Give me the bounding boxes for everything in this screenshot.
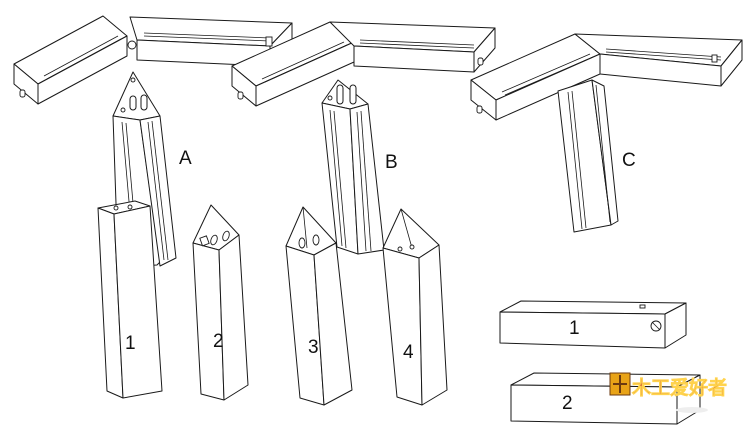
post-1: 1 [97,200,163,399]
rail-1-label: 1 [569,318,580,339]
assembly-c-right-rail [574,33,743,87]
watermark-brand-text: 木工爱好者 [631,376,727,399]
post-3: 3 [285,206,353,406]
assembly-a-left-rail [13,15,128,105]
assembly-b-right-rail [329,21,496,73]
rail-2: 2 [510,372,701,425]
watermark-logo: 木工爱好者 [609,372,727,413]
post-3-label: 3 [308,337,319,358]
post-4: 4 [382,208,448,406]
post-2: 2 [192,204,249,401]
rail-2-label: 2 [562,393,573,414]
assembly-c-left-rail [470,33,601,121]
post-1-label: 1 [125,333,136,354]
assembly-c-label: C [622,150,636,171]
assembly-b-label: B [385,152,398,173]
post-2-label: 2 [213,331,224,352]
assembly-c: C [470,33,743,233]
assembly-c-post [557,79,619,233]
assembly-a-label: A [179,148,192,169]
rail-1: 1 [499,300,687,349]
assembly-b-post [321,79,385,255]
assembly-b: B [231,21,496,255]
post-4-label: 4 [403,342,414,363]
assembly-b-left-rail [231,21,355,107]
assembly-a: A [13,15,293,267]
